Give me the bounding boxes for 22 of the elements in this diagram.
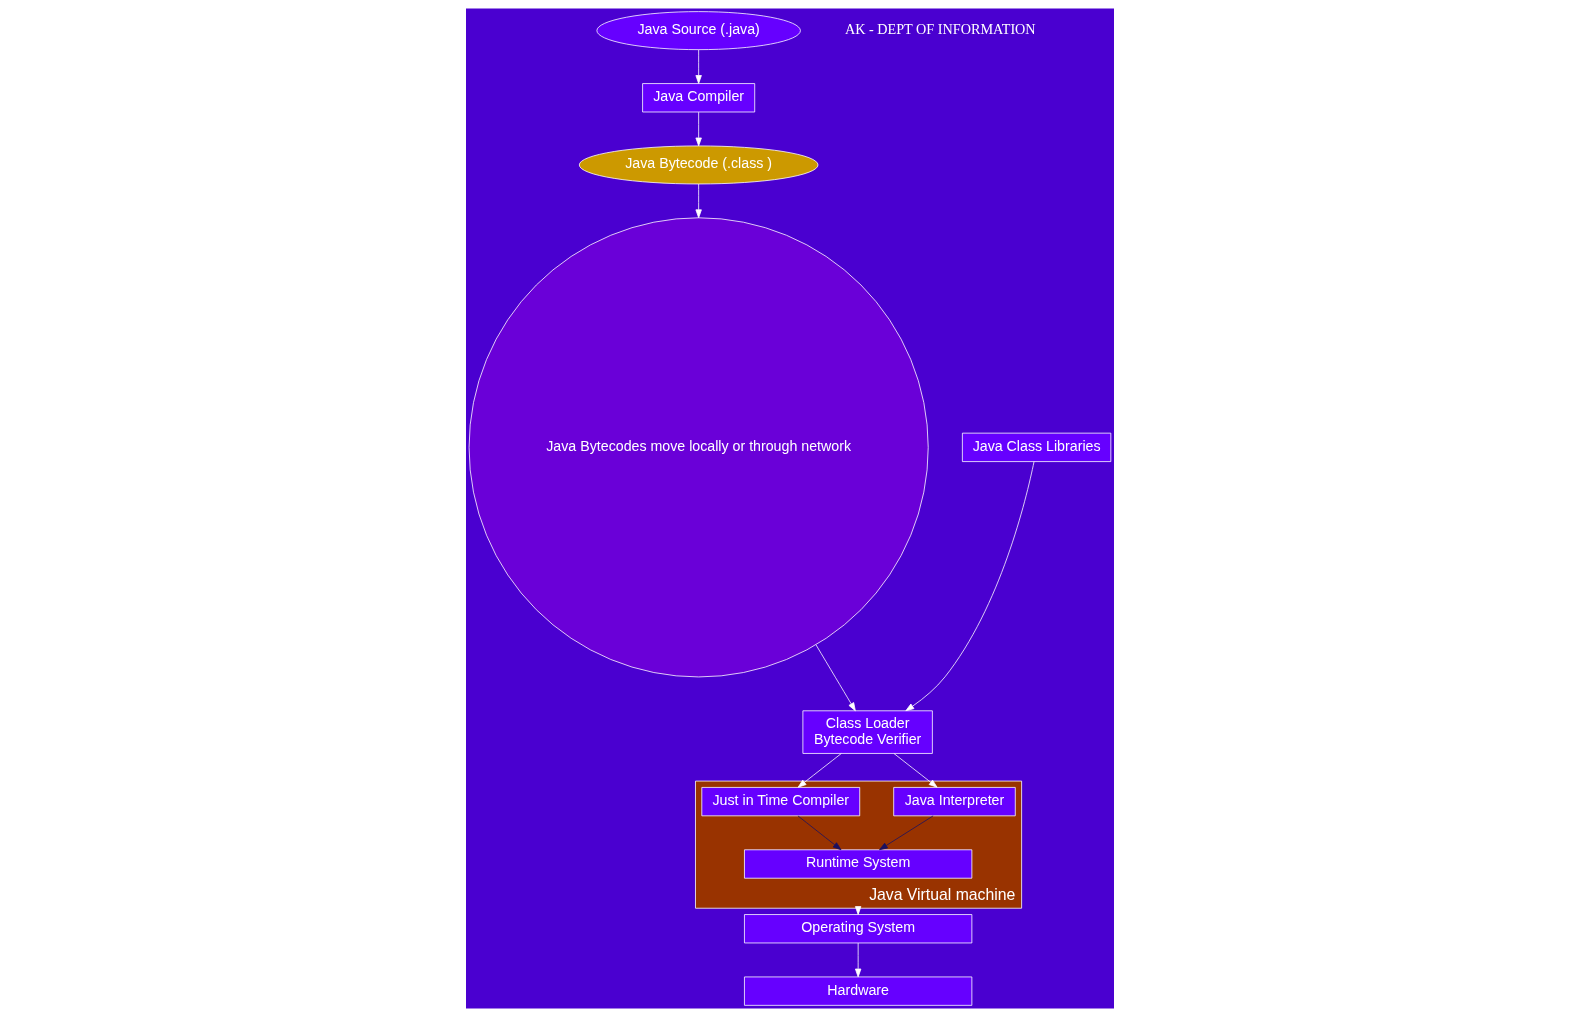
node-box: Operating System (743, 914, 972, 944)
node-box: Just in Time Compiler (700, 787, 860, 817)
arrow (695, 49, 702, 84)
arrow (815, 644, 856, 712)
arrow (797, 753, 842, 788)
arrow (695, 111, 702, 147)
node-box: Runtime System (743, 849, 972, 879)
node-box: Java Compiler (641, 83, 755, 113)
node-box: Hardware (743, 976, 972, 1006)
arrow (854, 942, 861, 978)
node-box: Class Loader Bytecode Verifier (802, 710, 933, 754)
arrow (797, 815, 841, 851)
label: AK - DEPT OF INFORMATION (844, 21, 1036, 38)
node-box: Java Interpreter (892, 787, 1016, 817)
arrow (904, 461, 1034, 712)
node-circle: Java Bytecodes move locally or through network (468, 217, 929, 678)
arrow (695, 183, 702, 219)
arrow (893, 753, 937, 788)
node-ellipse: Java Source (.java) (595, 11, 801, 51)
node-box: Java Class Libraries (961, 432, 1111, 462)
node-ellipse: Java Bytecode (.class ) (578, 145, 818, 185)
arrow (878, 815, 933, 851)
